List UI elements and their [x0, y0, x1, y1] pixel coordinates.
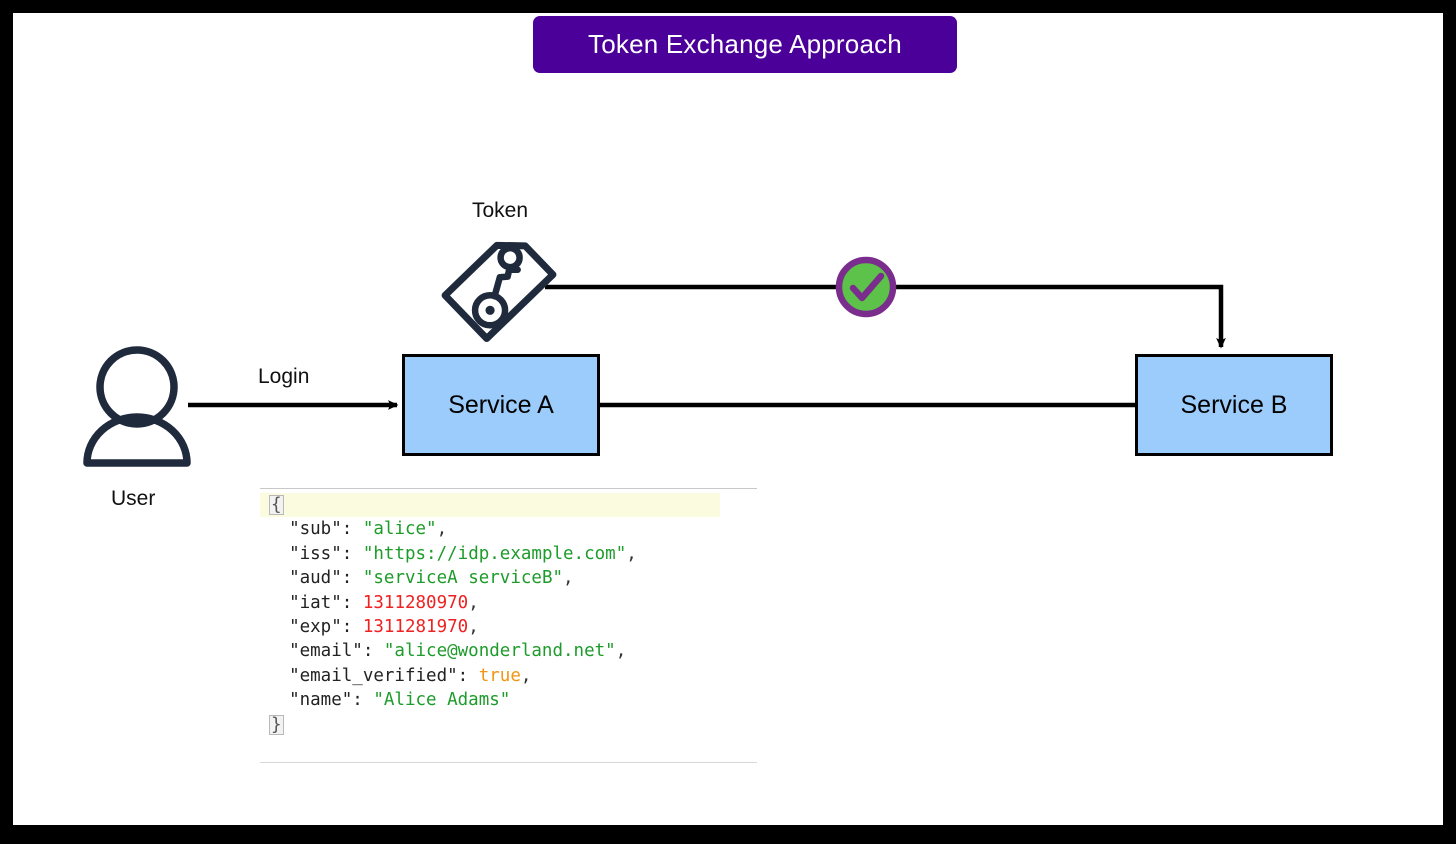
- str-token: "Alice Adams": [362, 690, 511, 711]
- bool-token: true: [468, 665, 521, 686]
- diagram-canvas: Token Exchange Approach: [13, 13, 1443, 825]
- punc-token: ,: [436, 519, 448, 540]
- code-line: }: [260, 713, 757, 737]
- brace-token: {: [269, 495, 284, 515]
- token-edge-line: [545, 284, 1226, 349]
- punc-token: ,: [563, 568, 574, 589]
- punc-token: ,: [468, 616, 479, 637]
- token-label: Token: [472, 199, 529, 222]
- page-title: Token Exchange Approach: [588, 29, 902, 59]
- str-token: "https://idp.example.com": [352, 543, 627, 564]
- node-service-b-label: Service B: [1180, 390, 1288, 419]
- key-token: "email":: [268, 641, 374, 662]
- key-token: "name":: [268, 690, 363, 711]
- person-icon: [83, 346, 191, 467]
- code-line: {: [260, 493, 720, 518]
- code-line: "email": "alice@wonderland.net",: [260, 639, 757, 663]
- key-token: "iat":: [268, 592, 353, 613]
- str-token: "alice@wonderland.net": [373, 641, 616, 662]
- node-service-a-label: Service A: [448, 390, 554, 419]
- key-token: "sub":: [268, 519, 353, 540]
- check-circle-icon: [835, 256, 897, 318]
- code-line: "iat": 1311280970,: [260, 591, 757, 615]
- code-line: "aud": "serviceA serviceB",: [260, 566, 757, 590]
- punc-token: ,: [615, 641, 627, 662]
- code-line: "sub": "alice",: [260, 517, 757, 541]
- key-token: "exp":: [268, 616, 353, 637]
- login-edge-label: Login: [258, 365, 310, 388]
- code-line: "iss": "https://idp.example.com",: [260, 542, 757, 566]
- node-service-a[interactable]: Service A: [402, 354, 600, 456]
- user-actor-label: User: [111, 487, 156, 510]
- punc-token: ,: [520, 665, 532, 686]
- node-service-b[interactable]: Service B: [1135, 354, 1333, 456]
- str-token: "alice": [352, 519, 437, 540]
- tag-key-icon: [441, 241, 557, 343]
- num-token: 1311281970: [352, 616, 469, 637]
- brace-token: }: [269, 714, 284, 735]
- page-title-banner: Token Exchange Approach: [533, 16, 957, 73]
- punc-token: ,: [468, 592, 479, 613]
- punc-token: ,: [626, 543, 637, 564]
- key-token: "aud":: [268, 568, 353, 589]
- key-token: "iss":: [268, 543, 353, 564]
- code-line: "email_verified": true,: [260, 664, 757, 688]
- code-line: "name": "Alice Adams": [260, 688, 757, 712]
- jwt-payload-code-block: { "sub": "alice", "iss": "https://idp.ex…: [260, 488, 757, 763]
- code-line: "exp": 1311281970,: [260, 615, 757, 639]
- str-token: "serviceA serviceB": [352, 568, 564, 589]
- num-token: 1311280970: [352, 592, 469, 613]
- key-token: "email_verified":: [268, 665, 469, 686]
